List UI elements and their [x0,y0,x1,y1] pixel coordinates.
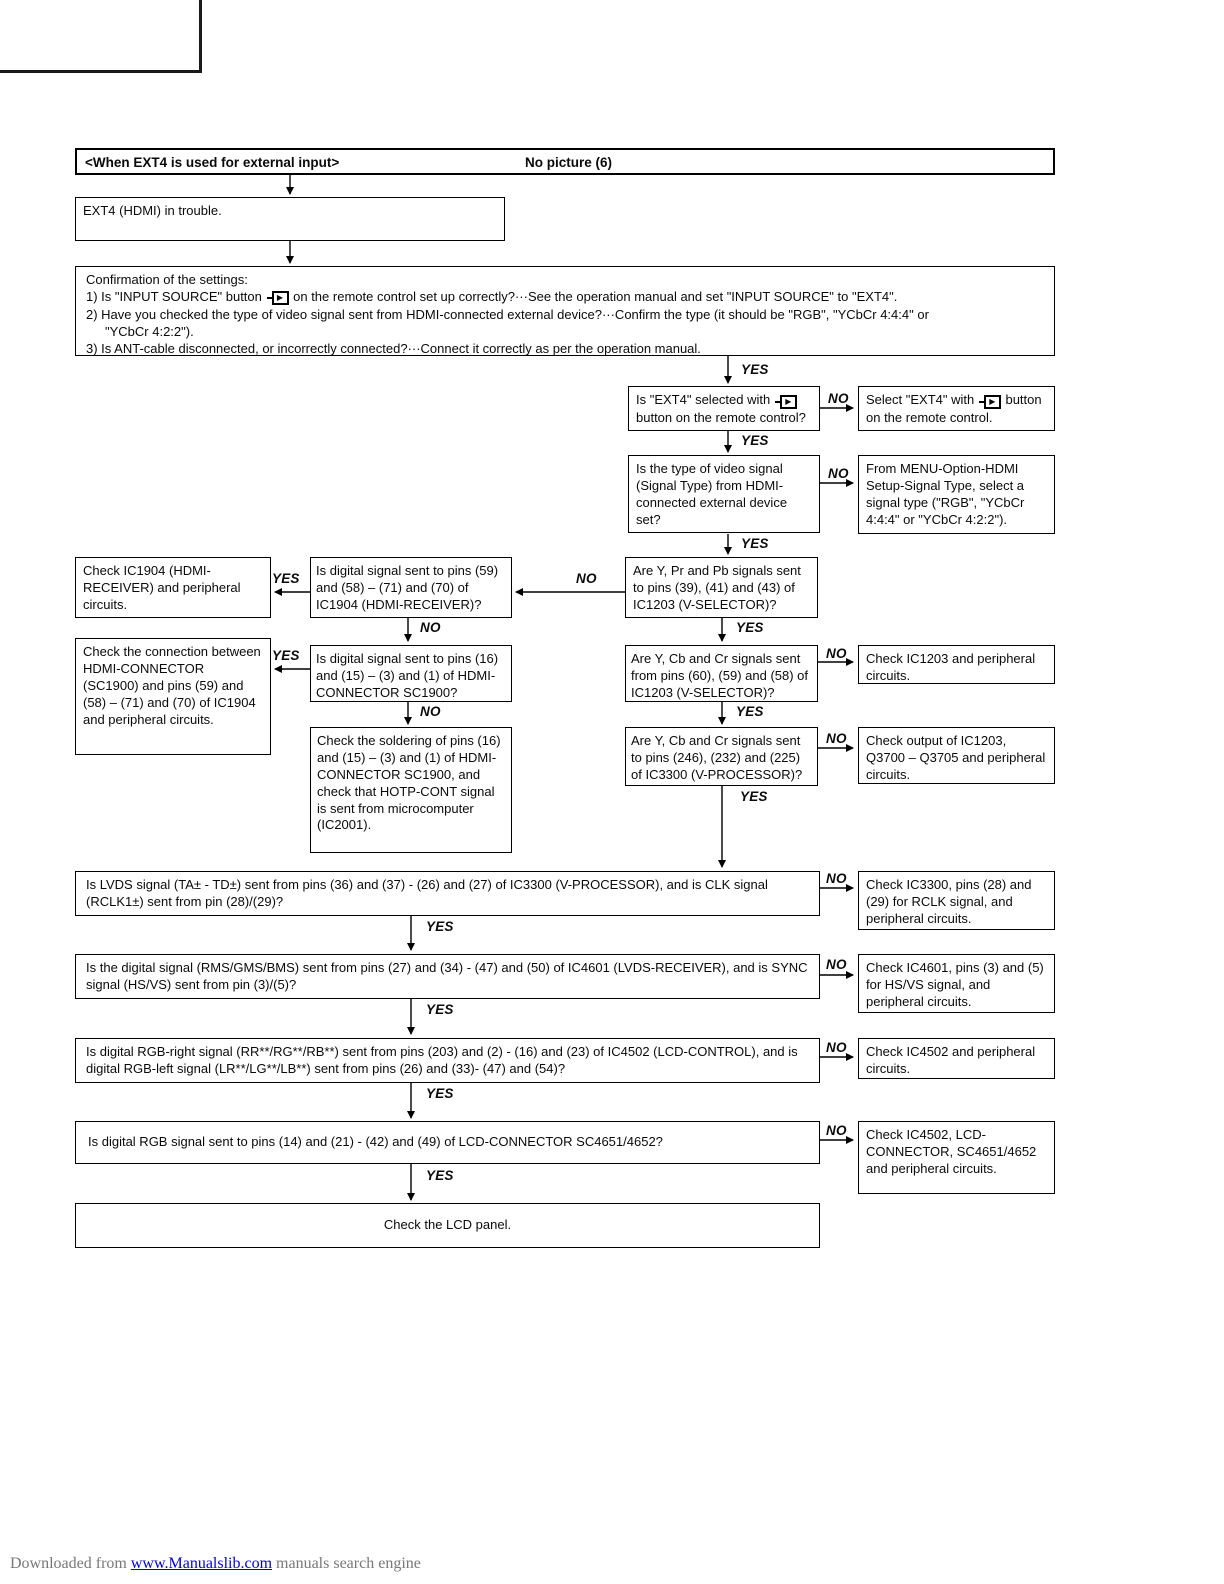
yes-label: YES [741,362,769,377]
action-check-ic1203-output: Check output of IC1203, Q3700 – Q3705 an… [858,727,1055,784]
no-label: NO [826,1040,847,1055]
node-confirmation: Confirmation of the settings: 1) Is "INP… [75,266,1055,356]
no-label: NO [826,871,847,886]
confirmation-title: Confirmation of the settings: [86,272,248,287]
confirmation-item-3: 3) Is ANT-cable disconnected, or incorre… [86,340,701,356]
footer: Downloaded from www.Manualslib.com manua… [10,1555,421,1573]
decision-rms-from-ic4601: Is the digital signal (RMS/GMS/BMS) sent… [75,954,820,999]
yes-label: YES [426,1168,454,1183]
footer-text-pre: Downloaded from [10,1555,131,1572]
yes-label: YES [426,1002,454,1017]
confirmation-item-2: 2) Have you checked the type of video si… [86,306,929,322]
no-label: NO [826,957,847,972]
action-select-ext4: Select "EXT4" with ▶ button on the remot… [858,386,1055,431]
action-check-lcd-connector: Check IC4502, LCD-CONNECTOR, SC4651/4652… [858,1121,1055,1194]
node-text: EXT4 (HDMI) in trouble. [83,203,222,218]
action-check-soldering: Check the soldering of pins (16) and (15… [310,727,512,853]
no-label: NO [828,466,849,481]
manualslib-link[interactable]: www.Manualslib.com [130,1555,273,1572]
decision-lvds-from-ic3300: Is LVDS signal (TA± - TD±) sent from pin… [75,871,820,916]
input-source-button-icon: ▶ [978,393,1001,410]
yes-label: YES [736,620,764,635]
yes-label: YES [426,919,454,934]
no-label: NO [420,704,441,719]
yes-label: YES [272,648,300,663]
decision-signal-type-set: Is the type of video signal (Signal Type… [628,455,820,533]
node-ext4-trouble: EXT4 (HDMI) in trouble. [75,197,505,241]
decision-rgb-to-lcd-connector: Is digital RGB signal sent to pins (14) … [75,1121,820,1164]
action-menu-signal-type: From MENU-Option-HDMI Setup-Signal Type,… [858,455,1055,534]
no-label: NO [826,646,847,661]
no-label: NO [826,1123,847,1138]
decision-ycbcr-to-ic3300: Are Y, Cb and Cr signals sent to pins (2… [625,727,818,786]
yes-label: YES [426,1086,454,1101]
action-check-ic1904: Check IC1904 (HDMI-RECEIVER) and periphe… [75,557,271,618]
decision-rgb-from-ic4502: Is digital RGB-right signal (RR**/RG**/R… [75,1038,820,1083]
action-check-ic3300: Check IC3300, pins (28) and (29) for RCL… [858,871,1055,930]
flow-title-bar: <When EXT4 is used for external input> N… [75,148,1055,175]
yes-label: YES [736,704,764,719]
decision-digital-to-ic1904: Is digital signal sent to pins (59) and … [310,557,512,618]
action-check-hdmi-connection: Check the connection between HDMI-CONNEC… [75,638,271,755]
input-source-button-icon: ▶ [774,393,797,410]
yes-label: YES [740,789,768,804]
page-corner-frame [0,0,202,73]
decision-ycbcr-from-ic1203: Are Y, Cb and Cr signals sent from pins … [625,645,818,702]
yes-label: YES [272,571,300,586]
decision-ext4-selected: Is "EXT4" selected with ▶ button on the … [628,386,820,431]
confirmation-item-2-cont: "YCbCr 4:2:2"). [105,323,194,339]
action-check-ic1203: Check IC1203 and peripheral circuits. [858,645,1055,684]
no-label: NO [576,571,597,586]
no-label: NO [826,731,847,746]
symptom-label: No picture (6) [525,155,613,170]
terminal-check-lcd-panel: Check the LCD panel. [75,1203,820,1248]
footer-text-post: manuals search engine [272,1555,421,1572]
yes-label: YES [741,536,769,551]
action-check-ic4601: Check IC4601, pins (3) and (5) for HS/VS… [858,954,1055,1013]
input-source-button-icon: ▶ [266,290,289,307]
decision-digital-to-sc1900: Is digital signal sent to pins (16) and … [310,645,512,702]
no-label: NO [828,391,849,406]
decision-ypbpr-to-ic1203: Are Y, Pr and Pb signals sent to pins (3… [625,557,818,618]
flow-title: <When EXT4 is used for external input> [85,155,340,170]
confirmation-item-1: 1) Is "INPUT SOURCE" button ▶ on the rem… [86,289,1044,307]
no-label: NO [420,620,441,635]
yes-label: YES [741,433,769,448]
action-check-ic4502: Check IC4502 and peripheral circuits. [858,1038,1055,1079]
